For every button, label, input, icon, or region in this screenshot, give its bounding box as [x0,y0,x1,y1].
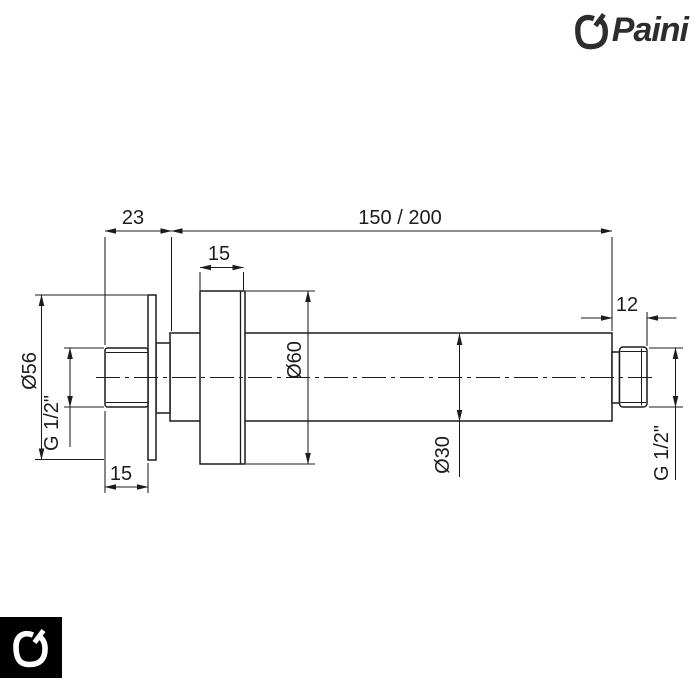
dimension-label: 150 / 200 [358,207,441,229]
dimension-right-thread [649,347,683,480]
dimension-offset-left [104,228,173,345]
dimension-flange-diameter [246,290,315,465]
paini-logo: Paini [573,10,689,50]
dimension-flange-width [199,264,245,290]
dimension-label: 15 [110,463,132,485]
dimension-label: Ø60 [284,341,306,379]
dimension-wall-plate-diameter [35,294,147,461]
dimension-left-thread-length [104,411,149,493]
dimension-label: G 1/2" [41,395,63,451]
dimension-label: Ø56 [19,352,41,390]
dimension-label: 15 [208,243,230,265]
footer-brand-badge [0,617,62,678]
dimension-left-thread [64,347,104,447]
brand-wordmark: Paini [611,11,689,49]
dimension-right-thread-length [581,312,677,346]
dimension-label: 23 [122,207,144,229]
paini-apple-icon [11,628,51,668]
dimension-label: Ø30 [432,436,454,474]
dimension-label: G 1/2" [651,425,673,481]
dimension-label: 12 [616,294,638,316]
